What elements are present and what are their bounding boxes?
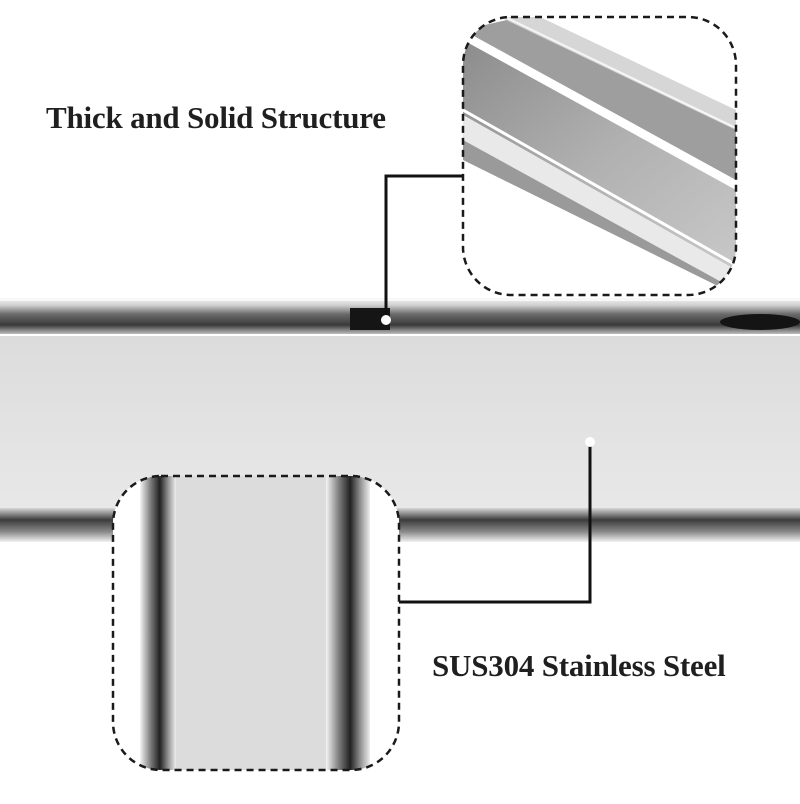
top-callout-connector bbox=[381, 174, 463, 325]
structure-label: Thick and Solid Structure bbox=[46, 100, 386, 135]
top-rim-closeup bbox=[461, 15, 738, 297]
side-wall-closeup bbox=[111, 474, 401, 772]
bottom-callout-connector bbox=[399, 437, 595, 604]
material-label: SUS304 Stainless Steel bbox=[432, 648, 726, 683]
